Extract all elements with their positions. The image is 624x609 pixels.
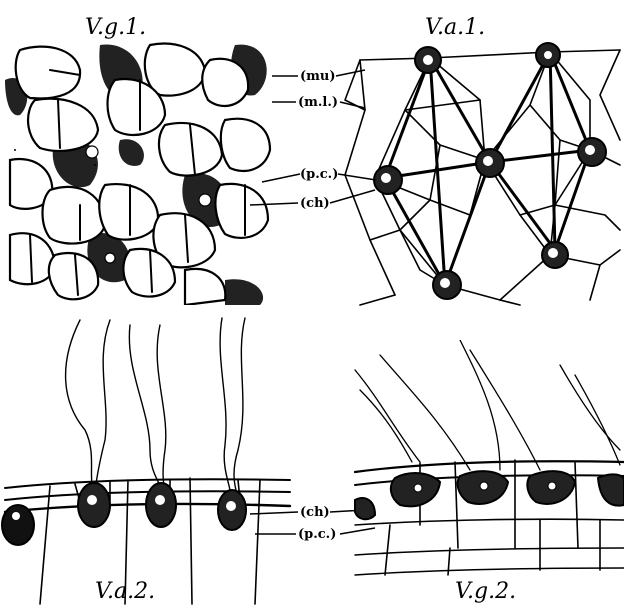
- label-ch-bottom: (ch): [300, 505, 330, 520]
- nuclei-va1: [374, 43, 606, 299]
- protoplasts-vg2: [355, 471, 624, 519]
- label-pc-bottom: (p.c.): [298, 527, 336, 542]
- label-pc-top: (p.c.): [300, 167, 338, 182]
- label-mu: (mu): [300, 69, 336, 84]
- panel-va1: V.a.1.: [345, 15, 620, 305]
- label-ch-top: (ch): [300, 196, 330, 211]
- panel-title-va2: V.a.2.: [95, 579, 155, 604]
- label-ml: (m.l.): [298, 95, 338, 110]
- flagella-va2: [66, 318, 245, 490]
- panel-vg1: V.g.1.: [5, 15, 275, 305]
- panel-vg2: V.g.2.: [355, 340, 624, 604]
- panel-title-va1: V.a.1.: [425, 15, 485, 40]
- panel-title-vg1: V.g.1.: [85, 15, 146, 40]
- panel-title-vg2: V.g.2.: [455, 579, 516, 604]
- flagella-vg2: [355, 340, 620, 470]
- panel-va2: V.a.2.: [2, 318, 290, 604]
